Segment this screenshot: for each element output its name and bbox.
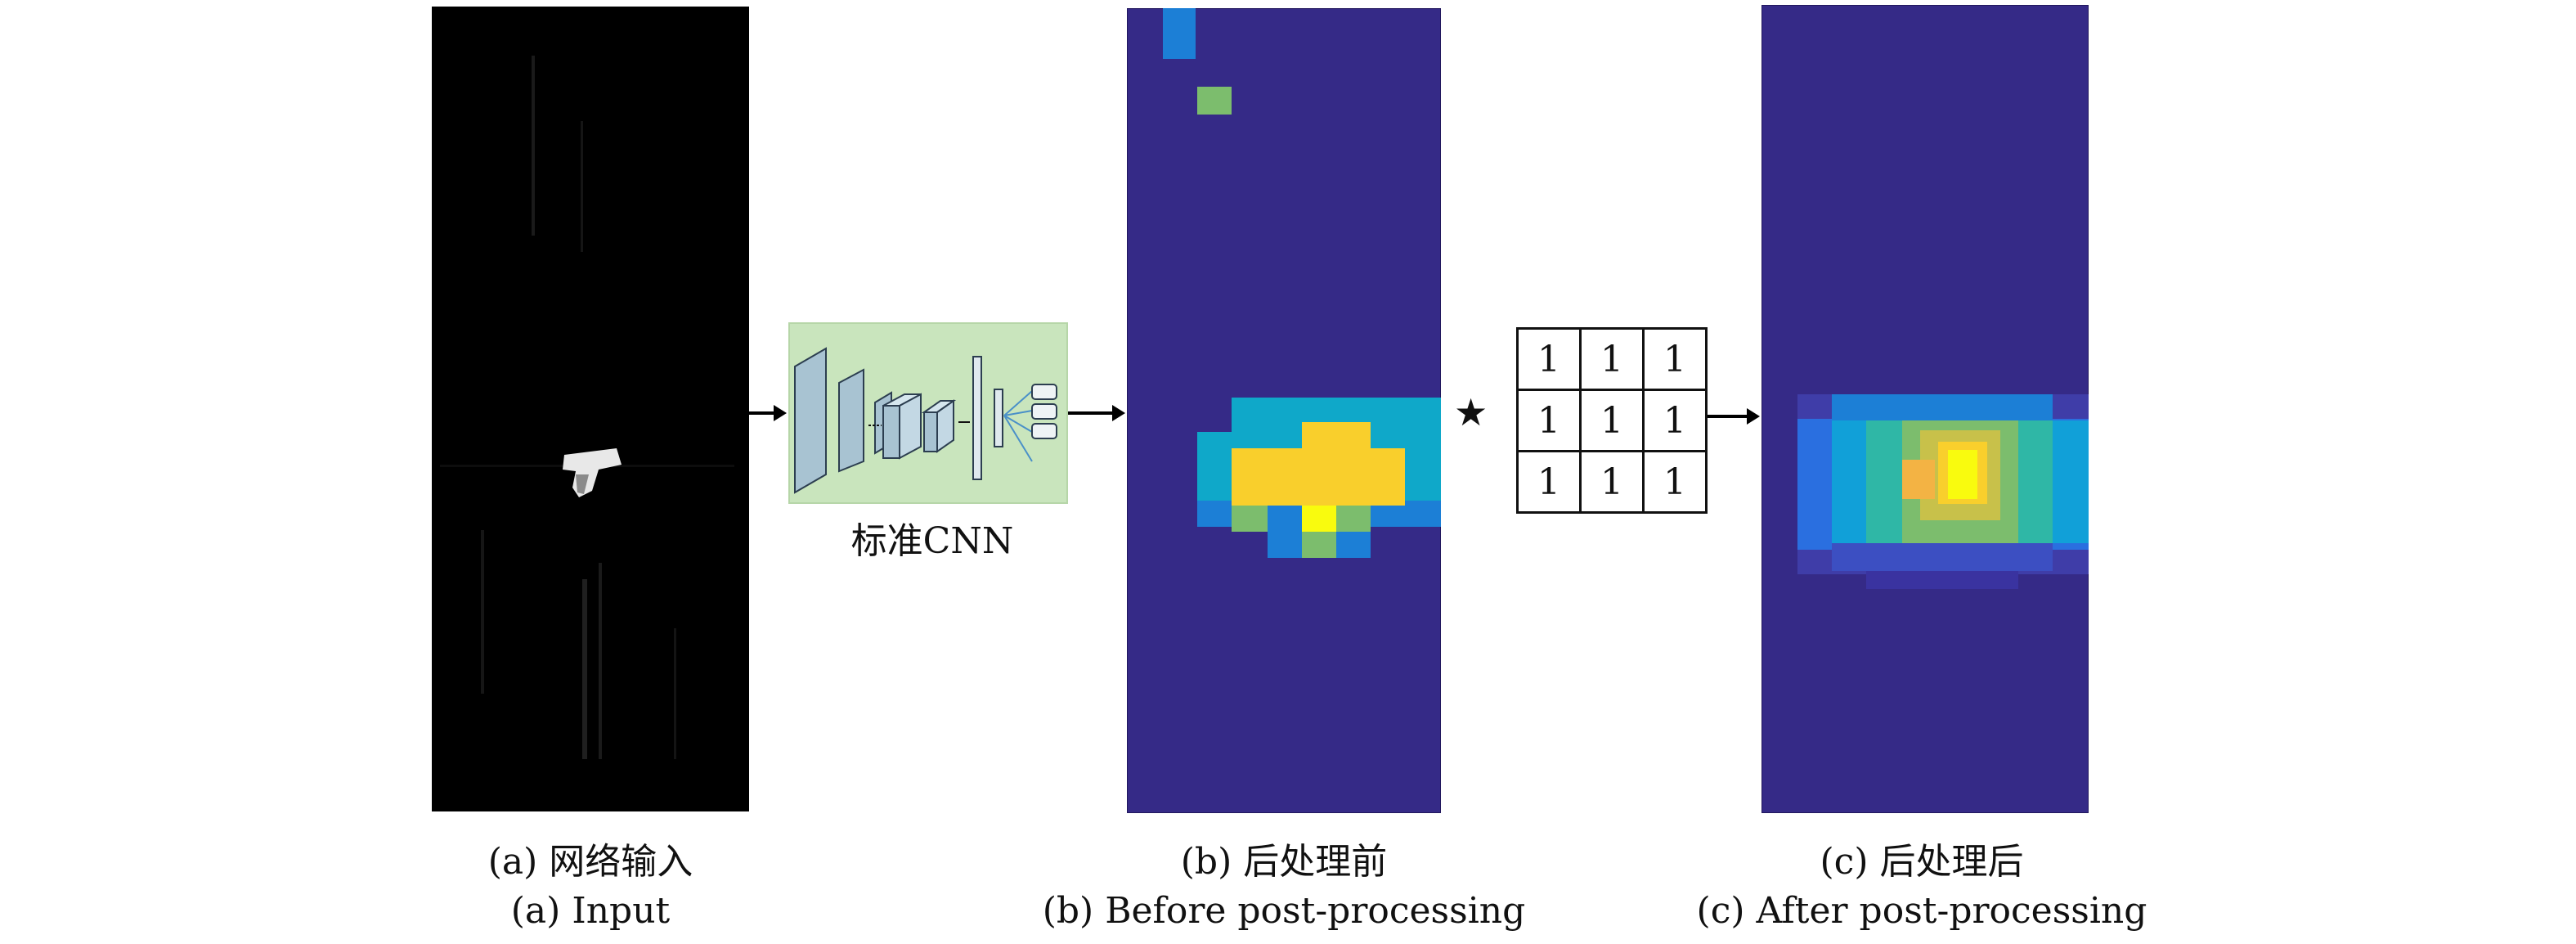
kernel-matrix: 1 1 1 1 1 1 1 1 1	[1516, 327, 1708, 514]
arrow-kernel-to-result	[1708, 408, 1760, 425]
caption-c-cn: (c) 后处理后	[1820, 841, 2024, 883]
kernel-cell: 1	[1642, 389, 1708, 452]
kernel-cell: 1	[1579, 389, 1645, 452]
arrow-input-to-cnn	[749, 405, 787, 421]
kernel-cell: 1	[1642, 450, 1708, 514]
caption-c-en: (c) After post-processing	[1696, 890, 2147, 932]
caption-c: (c) 后处理后 (c) After post-processing	[1676, 838, 2167, 936]
input-image-panel	[432, 7, 749, 811]
heatmap-after	[1761, 4, 2089, 814]
caption-a-en: (a) Input	[510, 890, 671, 932]
caption-a-cn: (a) 网络输入	[487, 841, 693, 883]
cnn-label: 标准CNN	[850, 520, 1014, 562]
convolution-star-icon: ★	[1454, 390, 1488, 434]
kernel-cell: 1	[1579, 327, 1645, 391]
kernel-cell: 1	[1516, 389, 1582, 452]
kernel-cell: 1	[1516, 327, 1582, 391]
cnn-block	[788, 322, 1068, 504]
caption-b-en: (b) Before post-processing	[1042, 890, 1526, 932]
heatmap-after-panel	[1761, 4, 2089, 814]
kernel-cell: 1	[1516, 450, 1582, 514]
kernel-cell: 1	[1579, 450, 1645, 514]
cnn-architecture-icon	[794, 347, 1057, 494]
arrow-cnn-to-output	[1068, 405, 1125, 421]
kernel-cell: 1	[1642, 327, 1708, 391]
caption-b-cn: (b) 后处理前	[1180, 841, 1388, 883]
caption-a: (a) 网络输入 (a) Input	[386, 838, 795, 936]
heatmap-before-panel	[1126, 7, 1442, 814]
input-image	[432, 7, 749, 811]
caption-b: (b) 后处理前 (b) Before post-processing	[1039, 838, 1529, 936]
heatmap-before	[1126, 7, 1442, 814]
